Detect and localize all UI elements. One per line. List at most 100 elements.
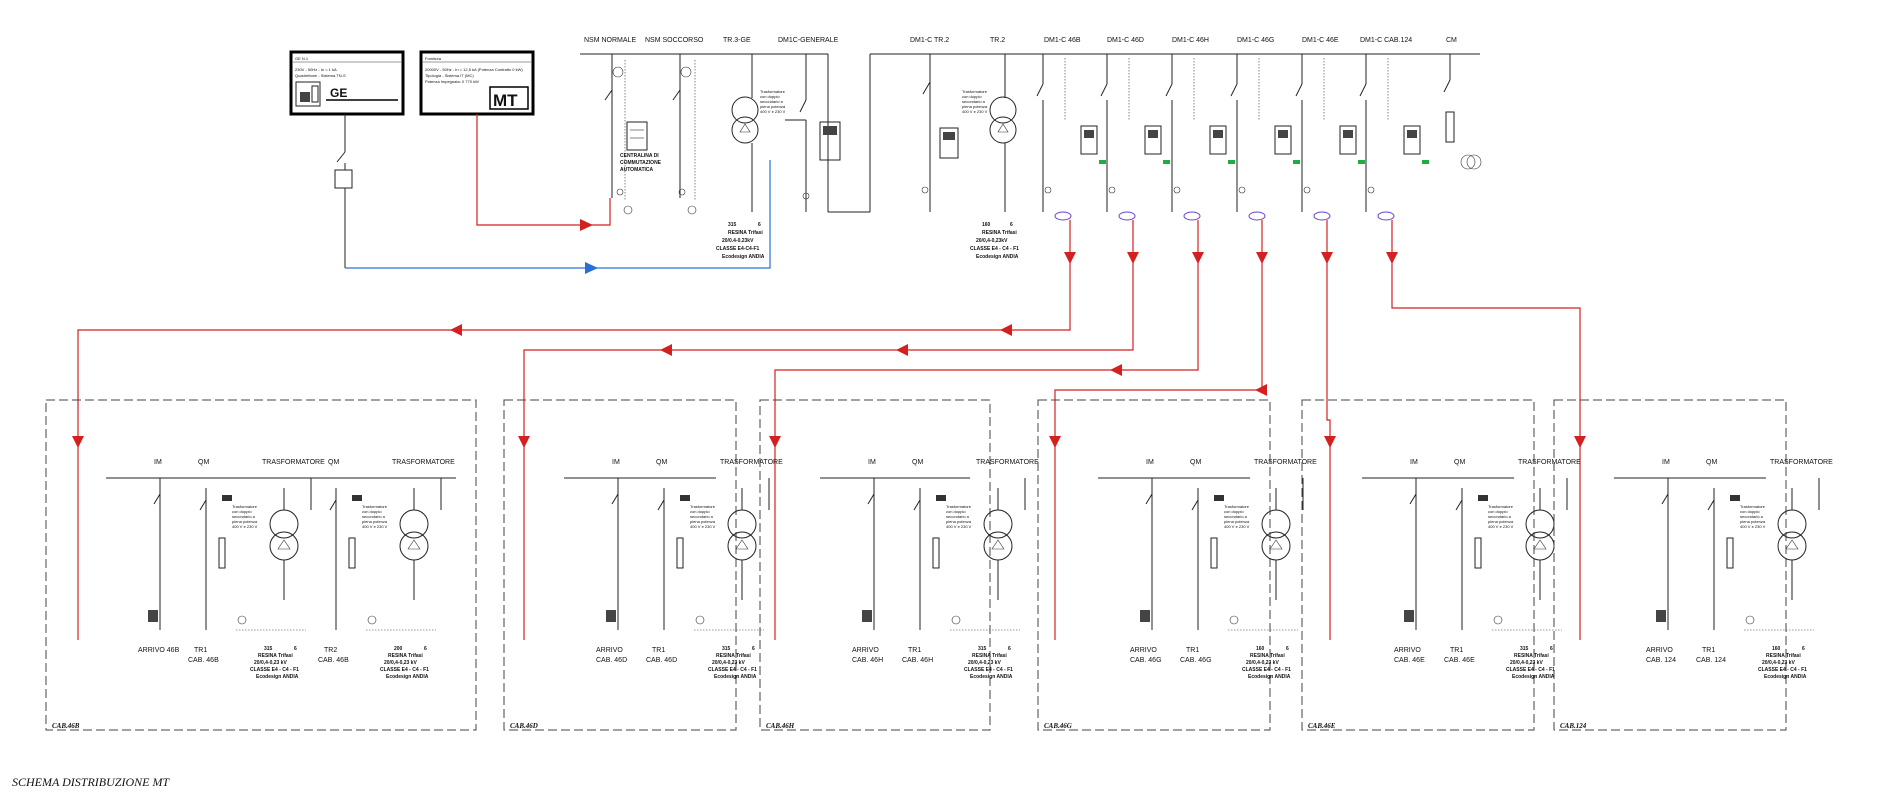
unit-spec: 20/0,4-0,23 kV [1510,660,1543,666]
ge-line2: 230V - 50Hz - In = 1 kA [295,67,337,72]
svg-text:con doppio: con doppio [1488,509,1508,514]
trafo-header: TRASFORMATORE [720,459,783,466]
svg-text:piena potenza: piena potenza [362,519,388,524]
header-nsm-soccorso: NSM SOCCORSO [645,37,704,44]
svg-text:Trasformatore: Trasformatore [362,504,388,509]
svg-text:Trasformatore: Trasformatore [1740,504,1766,509]
route-arrow [1321,252,1333,264]
cabin-boundary [759,399,991,731]
unit-cab: CAB. 46B [318,657,349,664]
unit-cab: CAB. 46H [902,657,933,664]
unit-cab: CAB. 46E [1444,657,1475,664]
svg-text:con doppio: con doppio [690,509,710,514]
svg-text:piena potenza: piena potenza [690,519,716,524]
svg-text:secondario a: secondario a [1488,514,1512,519]
qm-header: QM [912,459,923,466]
status-indicator [1099,160,1106,164]
unit-kva: 160 [1772,646,1781,652]
im-header: IM [1410,459,1418,466]
unit-cab: CAB. 46B [188,657,219,664]
svg-text:20/0,4-0,23kV: 20/0,4-0,23kV [976,238,1008,244]
centralina-line3: AUTOMATICA [620,167,654,173]
svg-text:RESINA Trifasi: RESINA Trifasi [982,230,1017,236]
cabin-boundary [1553,399,1787,731]
svg-text:400 V e 230 V: 400 V e 230 V [946,524,972,529]
unit-name: TR1 [1450,647,1463,654]
generator-box-ge: GE N.1 230V - 50Hz - In = 1 kA Quadretto… [289,50,405,116]
unit-name: TR2 [324,647,337,654]
unit-n: 6 [1802,646,1805,652]
cabin-boundary [1301,399,1535,731]
svg-text:secondario a: secondario a [1224,514,1248,519]
svg-text:piena potenza: piena potenza [946,519,972,524]
svg-text:secondario a: secondario a [946,514,970,519]
svg-text:Trasformatore: Trasformatore [946,504,972,509]
route-1 [518,220,1139,640]
centralina-line1: CENTRALINA DI [620,153,659,159]
unit-kva: 315 [264,646,273,652]
tr3-ge-transformer: Trasformatore con doppio secondario a pi… [716,54,786,260]
svg-text:Trasformatore: Trasformatore [690,504,716,509]
unit-spec: 20/0,4-0,23 kV [1762,660,1795,666]
unit-spec: Ecodesign ANDIA [386,674,429,680]
unit-spec: CLASSE E4 - C4 - F1 [1242,667,1291,673]
unit-name: TR1 [908,647,921,654]
qm-header: QM [198,459,209,466]
trafo-header: TRASFORMATORE [262,459,325,466]
route-arrow [72,436,84,448]
trafo-header: TRASFORMATORE [1770,459,1833,466]
qm-header: QM [1190,459,1201,466]
unit-n: 6 [1008,646,1011,652]
unit-spec: Ecodesign ANDIA [256,674,299,680]
cabin-boundary [45,399,477,731]
svg-text:Ecodesign ANDIA: Ecodesign ANDIA [976,254,1019,260]
unit-spec: CLASSE E4 - C4 - F1 [250,667,299,673]
feeder-panels [1036,54,1429,221]
ge-logo: GE [330,86,347,100]
svg-text:con doppio: con doppio [1224,509,1244,514]
svg-text:400 V e 230 V: 400 V e 230 V [362,524,388,529]
svg-text:6: 6 [758,222,761,228]
route-arrow [1324,436,1336,448]
unit-spec: RESINA Trifasi [388,653,423,659]
unit-cab: CAB. 46D [646,657,677,664]
unit-n: 6 [752,646,755,652]
im-header: IM [1662,459,1670,466]
svg-text:400 V e 230 V: 400 V e 230 V [232,524,258,529]
svg-text:160: 160 [982,222,991,228]
svg-text:piena potenza: piena potenza [1488,519,1514,524]
svg-text:con doppio: con doppio [962,94,982,99]
red-supply-line [476,114,611,226]
unit-spec: RESINA Trifasi [972,653,1007,659]
arrivo-label: ARRIVO [1394,647,1421,654]
unit-spec: 20/0,4-0,23 kV [384,660,417,666]
header-tr3-ge: TR.3-GE [723,37,751,44]
svg-text:secondario a: secondario a [232,514,256,519]
route-arrow [1064,252,1076,264]
svg-text:Trasformatore: Trasformatore [1224,504,1250,509]
route-arrow [1256,252,1268,264]
feeder-panel-4 [1295,54,1365,221]
unit-spec: 20/0,4-0,23 kV [712,660,745,666]
svg-text:piena potenza: piena potenza [962,104,988,109]
dm1c-generale-panel [785,54,841,212]
main-headers: NSM NORMALE NSM SOCCORSO TR.3-GE DM1C-GE… [584,37,1457,44]
svg-text:20/0.4-0.23kV: 20/0.4-0.23kV [722,238,754,244]
unit-name: TR1 [1186,647,1199,654]
im-header: IM [1146,459,1154,466]
header-dm1c-46h: DM1-C 46H [1172,37,1209,44]
dm1c-tr2-panel [921,54,959,212]
svg-text:piena potenza: piena potenza [232,519,258,524]
unit-n: 6 [1550,646,1553,652]
svg-text:con doppio: con doppio [232,509,252,514]
feeder-panel-2 [1165,54,1235,221]
unit-spec: RESINA Trifasi [716,653,751,659]
ge-line3: Quadrettone - Sistema TN-S [295,73,346,78]
svg-text:CLASSE E4 - C4 - F1: CLASSE E4 - C4 - F1 [970,246,1019,252]
svg-text:con doppio: con doppio [362,509,382,514]
